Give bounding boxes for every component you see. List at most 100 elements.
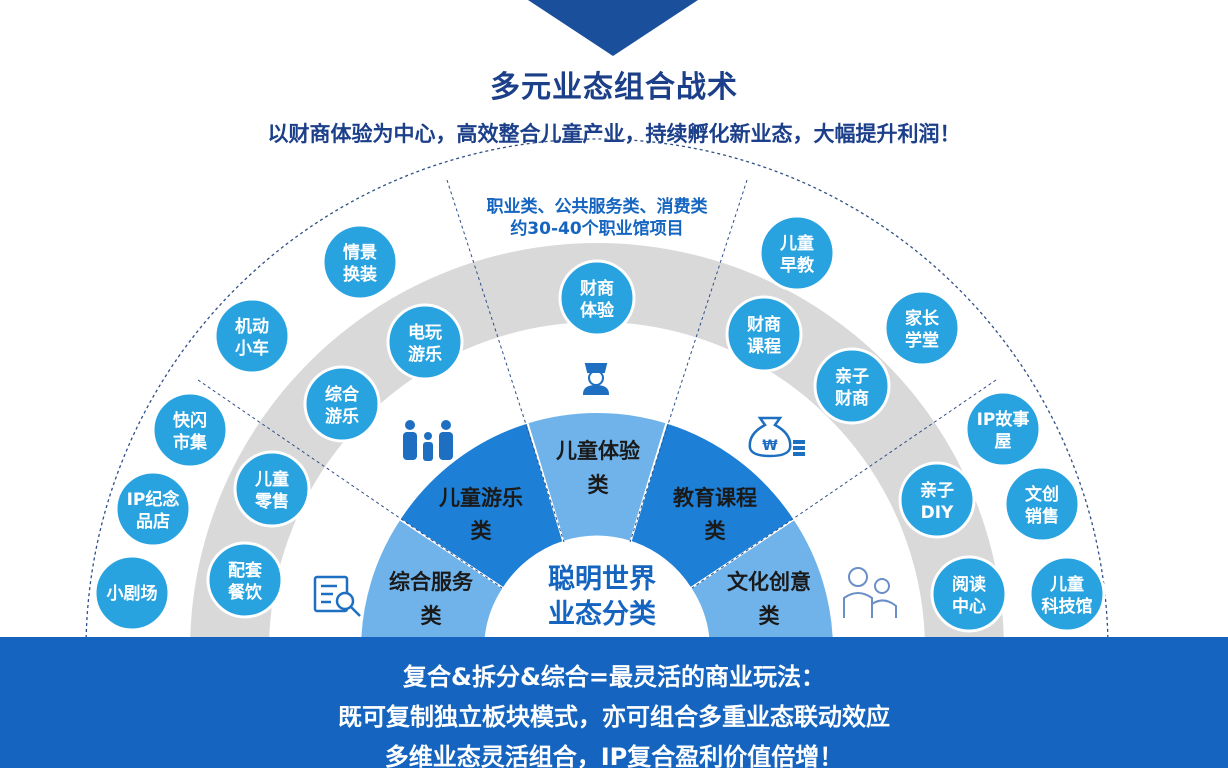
page-title: 多元业态组合战术 xyxy=(490,70,738,105)
bubble-label: 财商 xyxy=(579,278,614,299)
bubble-label: 亲子 xyxy=(835,366,869,387)
bubble-circle xyxy=(93,554,171,632)
bubble-label: 财商 xyxy=(834,388,869,409)
bubble-circle xyxy=(233,450,311,528)
bubble-label: 综合 xyxy=(325,384,360,405)
bubble-circle xyxy=(151,391,229,469)
svg-text:₩: ₩ xyxy=(762,438,778,454)
bubble-label: DIY xyxy=(921,503,954,523)
bubble-circle xyxy=(1003,465,1081,543)
bubble-label: 餐饮 xyxy=(228,582,263,603)
nurse-icon xyxy=(582,363,610,395)
bubble-label: 品店 xyxy=(136,511,170,532)
bubble-label: 财商 xyxy=(746,314,781,335)
bubble-label: 换装 xyxy=(343,264,377,285)
bubble-label: 小剧场 xyxy=(107,584,158,604)
bubble-label: 文创 xyxy=(1025,484,1059,505)
segment-label-suffix: 类 xyxy=(705,519,727,543)
divider-line xyxy=(197,379,503,589)
bubble-circle xyxy=(386,303,464,381)
bubble-label: 儿童 xyxy=(779,233,814,254)
footer-line1: 复合&拆分&综合=最灵活的商业玩法： xyxy=(403,663,825,691)
bubble-label: 家长 xyxy=(905,308,940,329)
bubble-label: 学堂 xyxy=(905,330,939,351)
bubble-circle xyxy=(930,555,1008,633)
header-triangle xyxy=(528,0,698,56)
bubble-label: 屋 xyxy=(995,432,1012,452)
footer-line3: 多维业态灵活组合，IP复合盈利价值倍增！ xyxy=(384,743,844,771)
bubble-circle xyxy=(213,297,291,375)
footer-banner: 复合&拆分&综合=最灵活的商业玩法： 既可复制独立板块模式，亦可组合多重业态联动… xyxy=(0,637,1228,771)
bubble-circle xyxy=(883,289,961,367)
bubble-label: 游乐 xyxy=(408,344,442,365)
arc-label-line2: 约30-40个职业馆项目 xyxy=(510,218,683,239)
bubble-label: IP纪念 xyxy=(127,489,180,510)
bubble-label: 电玩 xyxy=(408,322,442,343)
bubble-circle xyxy=(758,214,836,292)
bubble-label: 阅读 xyxy=(952,574,986,595)
bubble-label: 配套 xyxy=(228,560,263,581)
divider-line xyxy=(691,379,997,589)
footer-line2: 既可复制独立板块模式，亦可组合多重业态联动效应 xyxy=(338,703,890,731)
segment-label-suffix: 类 xyxy=(759,604,781,628)
segment-label-general-services: 综合服务 xyxy=(389,570,474,594)
bubble-circle xyxy=(303,365,381,443)
bubble-label: 中心 xyxy=(952,596,986,617)
bubble-label: 小车 xyxy=(235,338,269,359)
bubble-label: IP故事 xyxy=(977,409,1030,430)
bubble-label: 市集 xyxy=(173,432,208,453)
bubble-label: 课程 xyxy=(747,337,781,357)
bubble-label: 体验 xyxy=(580,300,615,321)
page-subtitle: 以财商体验为中心，高效整合儿童产业，持续孵化新业态，大幅提升利润！ xyxy=(267,122,961,146)
bubble: 小剧场 xyxy=(93,554,171,632)
segment-label-suffix: 类 xyxy=(421,604,443,628)
search-document-icon xyxy=(313,575,361,617)
bubble-circle xyxy=(1028,555,1106,633)
money-bag-icon: ₩ xyxy=(748,416,805,458)
segment-label-suffix: 类 xyxy=(588,473,610,497)
outer-dashed-arc xyxy=(85,138,1109,651)
bubble-label: 机动 xyxy=(235,316,269,337)
bubble-label: 儿童 xyxy=(254,469,289,490)
bubble-circle xyxy=(964,390,1042,468)
segment-label-kids-experience: 儿童体验 xyxy=(556,439,640,463)
bubble: 财商体验 xyxy=(558,259,636,337)
bubble-circle xyxy=(558,259,636,337)
bubble-label: 快闪 xyxy=(173,410,207,431)
bubble-circle xyxy=(725,295,803,373)
bubble-label: 儿童 xyxy=(1049,574,1084,595)
segment-label-culture: 文化创意 xyxy=(727,570,811,594)
bubble-circle xyxy=(114,470,192,548)
bubble-circle xyxy=(321,223,399,301)
center-label-line1: 聪明世界 xyxy=(548,564,656,595)
bubble-label: 亲子 xyxy=(920,480,954,501)
arc-label-line1: 职业类、公共服务类、消费类 xyxy=(487,196,709,217)
bubble-label: 科技馆 xyxy=(1042,596,1093,617)
bubble-label: 游乐 xyxy=(325,406,359,427)
segment-label-kids-amusement: 儿童游乐 xyxy=(439,486,523,510)
family-icon xyxy=(403,420,453,461)
bubble-label: 情景 xyxy=(343,242,377,263)
segment-label-education: 教育课程 xyxy=(673,486,757,510)
bubble-label: 销售 xyxy=(1025,506,1059,527)
bubble-label: 零售 xyxy=(254,491,289,512)
people-icon xyxy=(843,567,897,618)
bubble-circle xyxy=(206,541,284,619)
